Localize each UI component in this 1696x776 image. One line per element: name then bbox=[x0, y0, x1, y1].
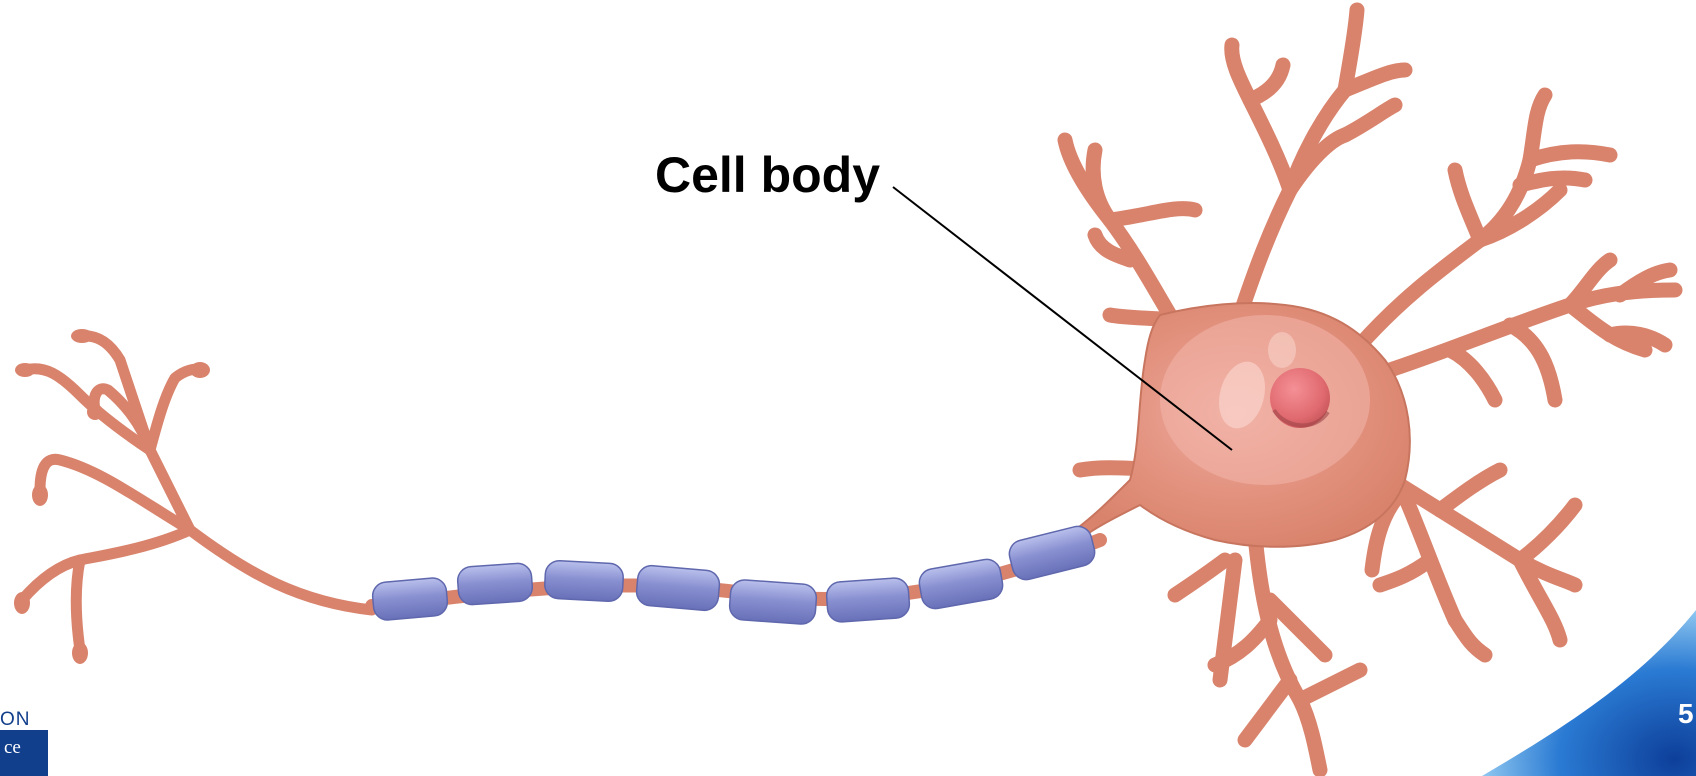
myelin-segment bbox=[917, 557, 1005, 611]
myelin-segment bbox=[544, 560, 624, 602]
logo-top-band: ON bbox=[0, 706, 48, 732]
axon-terminals bbox=[22, 336, 372, 650]
slide-number: 5 bbox=[1678, 700, 1694, 728]
myelin-segment bbox=[826, 577, 911, 623]
myelin-segment bbox=[729, 579, 818, 625]
logo-bottom-text: ce bbox=[4, 737, 21, 759]
soma-highlight bbox=[1160, 315, 1370, 485]
publisher-logo: ON ce bbox=[0, 706, 48, 776]
myelin-segment bbox=[457, 562, 533, 605]
myelin-segment bbox=[635, 565, 720, 612]
myelin-segment bbox=[371, 577, 448, 621]
corner-swoosh bbox=[1482, 610, 1696, 776]
myelin-sheaths bbox=[371, 523, 1097, 625]
logo-top-text: ON bbox=[0, 709, 31, 731]
myelin-segment bbox=[1006, 523, 1097, 582]
cell-body-label: Cell body bbox=[655, 150, 880, 200]
